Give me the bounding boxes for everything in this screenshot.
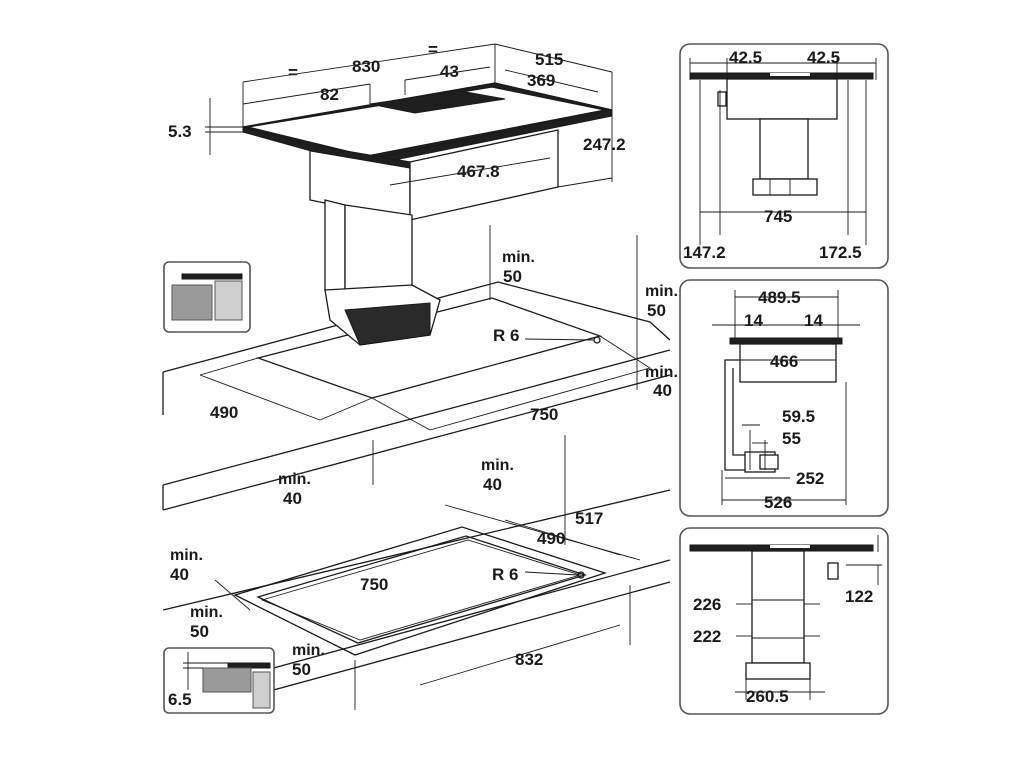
hob-3d-view: = 830 = 515 82 43 369 5.3 247.2 467.8 49…	[162, 40, 678, 511]
label-369: 369	[527, 71, 555, 90]
dim-line-490	[199, 374, 321, 421]
value-min-right: 50	[647, 301, 666, 320]
side-view-panel-bottom: 226 122 222 260.5	[679, 527, 889, 715]
dim-line-832	[419, 624, 621, 686]
label-min-front: min.	[278, 471, 311, 488]
label-inner: 466	[770, 352, 798, 371]
value-min-front: 40	[283, 489, 302, 508]
label-min-right: min.	[645, 283, 678, 300]
label-radius-lower: R 6	[492, 565, 518, 584]
label-min-left-lower: min.	[170, 547, 203, 564]
label-122: 122	[845, 587, 873, 606]
label-right-offset: 42.5	[807, 48, 840, 67]
label-radius: R 6	[493, 326, 519, 345]
dim-line-467-8	[389, 157, 551, 186]
label-cutout-width: 750	[530, 405, 558, 424]
inner-cutout	[256, 535, 588, 644]
value-min-back: 50	[503, 267, 522, 286]
extraction-vent	[369, 90, 506, 114]
label-depth-inner: 490	[537, 529, 565, 548]
label-side-width: 745	[764, 207, 792, 226]
label-260-5: 260.5	[746, 687, 789, 706]
countertop-back-edge	[162, 281, 671, 373]
radius-leader	[524, 338, 595, 341]
label-226: 226	[693, 595, 721, 614]
motor-column-side	[324, 199, 346, 296]
label-left-edge: 147.2	[683, 243, 726, 262]
flush-mount-icon: 6.5	[163, 647, 275, 714]
dim-line-515	[494, 43, 613, 73]
outer-cutout	[233, 526, 608, 656]
label-526: 526	[764, 493, 792, 512]
label-right-gap: 14	[804, 311, 823, 330]
label-left-gap: 14	[744, 311, 763, 330]
value-min-left-lower: 40	[170, 565, 189, 584]
countertop-front-bottom	[162, 374, 671, 511]
dim-line-369	[504, 69, 599, 93]
dim-line-490-lower	[504, 519, 621, 556]
label-width-outer: 832	[515, 650, 543, 669]
radius-marker	[593, 336, 601, 344]
label-thickness: 5.3	[168, 122, 192, 141]
label-height: 247.2	[583, 135, 626, 154]
value-min-top-lower: 40	[483, 475, 502, 494]
label-43: 43	[440, 62, 459, 81]
surface-mount-icon	[163, 261, 251, 333]
label-min-back: min.	[502, 249, 535, 266]
label-width-inner: 750	[360, 575, 388, 594]
dim-line-830	[242, 43, 496, 83]
side-view-panel-mid: 489.5 14 14 466 59.5 55 252 526	[679, 279, 889, 517]
label-eq-right: =	[428, 40, 438, 59]
label-top-width: 830	[352, 57, 380, 76]
label-mid-width: 489.5	[758, 288, 801, 307]
label-cutout-depth: 490	[210, 403, 238, 422]
value-min-right2: 40	[653, 381, 672, 400]
value-min-left2-lower: 50	[190, 622, 209, 641]
side-view-panel-top: 42.5 42.5 745 147.2 172.5	[679, 43, 889, 269]
label-inset: 6.5	[168, 690, 192, 709]
label-55: 55	[782, 429, 801, 448]
flush-cutout-view: min. 40 517 490 750 R 6 832 min. 40 min.…	[162, 435, 671, 711]
label-222: 222	[693, 627, 721, 646]
label-depth-outer: 517	[575, 509, 603, 528]
dim-line-750	[429, 367, 651, 431]
label-min-right2: min.	[645, 364, 678, 381]
label-right-edge: 172.5	[819, 243, 862, 262]
label-min-left2-lower: min.	[190, 604, 223, 621]
label-min-front-lower: min.	[292, 642, 325, 659]
dim-line-82	[242, 83, 371, 105]
duct-pipe	[724, 359, 745, 471]
label-252: 252	[796, 469, 824, 488]
label-82: 82	[320, 85, 339, 104]
dim-line-43	[404, 66, 491, 81]
label-top-depth: 515	[535, 50, 563, 69]
countertop-front-top	[162, 349, 671, 486]
label-eq-left: =	[288, 63, 298, 82]
label-body-width: 467.8	[457, 162, 500, 181]
label-59-5: 59.5	[782, 407, 815, 426]
label-left-offset: 42.5	[729, 48, 762, 67]
label-min-top-lower: min.	[481, 457, 514, 474]
value-min-front-lower: 50	[292, 660, 311, 679]
